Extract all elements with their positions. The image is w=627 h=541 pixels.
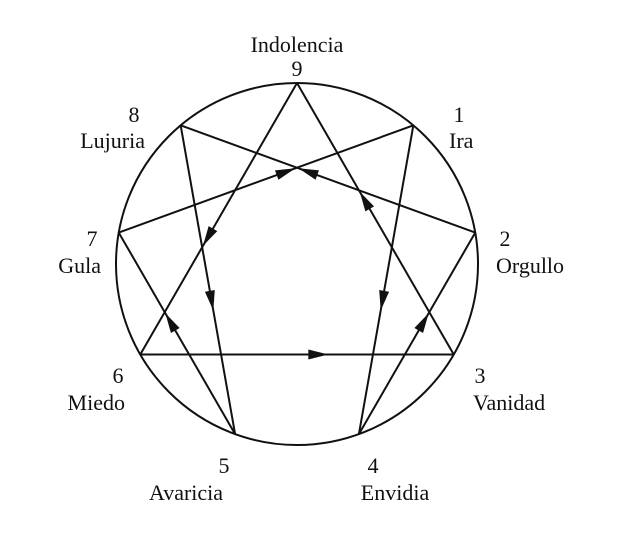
edge-5-to-7 <box>117 232 236 435</box>
node-6-name: Miedo <box>68 390 125 415</box>
node-9-number: 9 <box>292 56 303 81</box>
edge-9-to-6 <box>139 82 298 355</box>
node-9-name: Indolencia <box>251 32 344 57</box>
node-7-name: Gula <box>58 253 101 278</box>
edge-7-to-1 <box>118 124 414 234</box>
arrowhead-6-to-3 <box>308 349 329 360</box>
edge-3-to-9 <box>296 82 455 356</box>
arrowhead-8-to-5 <box>204 290 215 311</box>
arrowhead-7-to-1 <box>275 168 296 180</box>
node-8-number: 8 <box>129 102 140 127</box>
arrowhead-4-to-2 <box>414 313 429 333</box>
node-3-name: Vanidad <box>473 390 545 415</box>
node-1-name: Ira <box>449 128 474 153</box>
node-5-number: 5 <box>219 453 230 478</box>
node-6-number: 6 <box>113 363 124 388</box>
edge-4-to-2 <box>358 232 477 435</box>
node-1-number: 1 <box>454 102 465 127</box>
edge-2-to-8 <box>180 124 476 234</box>
node-7-number: 7 <box>87 226 98 251</box>
enneagram-edges <box>117 82 477 435</box>
node-3-number: 3 <box>475 363 486 388</box>
enneagram-circle <box>115 82 479 446</box>
arrowhead-5-to-7 <box>165 313 180 333</box>
node-8-name: Lujuria <box>80 128 145 153</box>
node-5-name: Avaricia <box>149 480 223 505</box>
arrowhead-3-to-9 <box>359 191 375 212</box>
arrowhead-1-to-4 <box>379 290 390 311</box>
arrowhead-2-to-8 <box>298 168 319 180</box>
node-2-name: Orgullo <box>496 253 564 278</box>
node-4-number: 4 <box>368 453 379 478</box>
node-4-name: Envidia <box>361 480 430 505</box>
node-2-number: 2 <box>500 226 511 251</box>
edge-1-to-4 <box>357 125 415 435</box>
arrowhead-9-to-6 <box>202 226 218 246</box>
edge-8-to-5 <box>179 125 237 435</box>
